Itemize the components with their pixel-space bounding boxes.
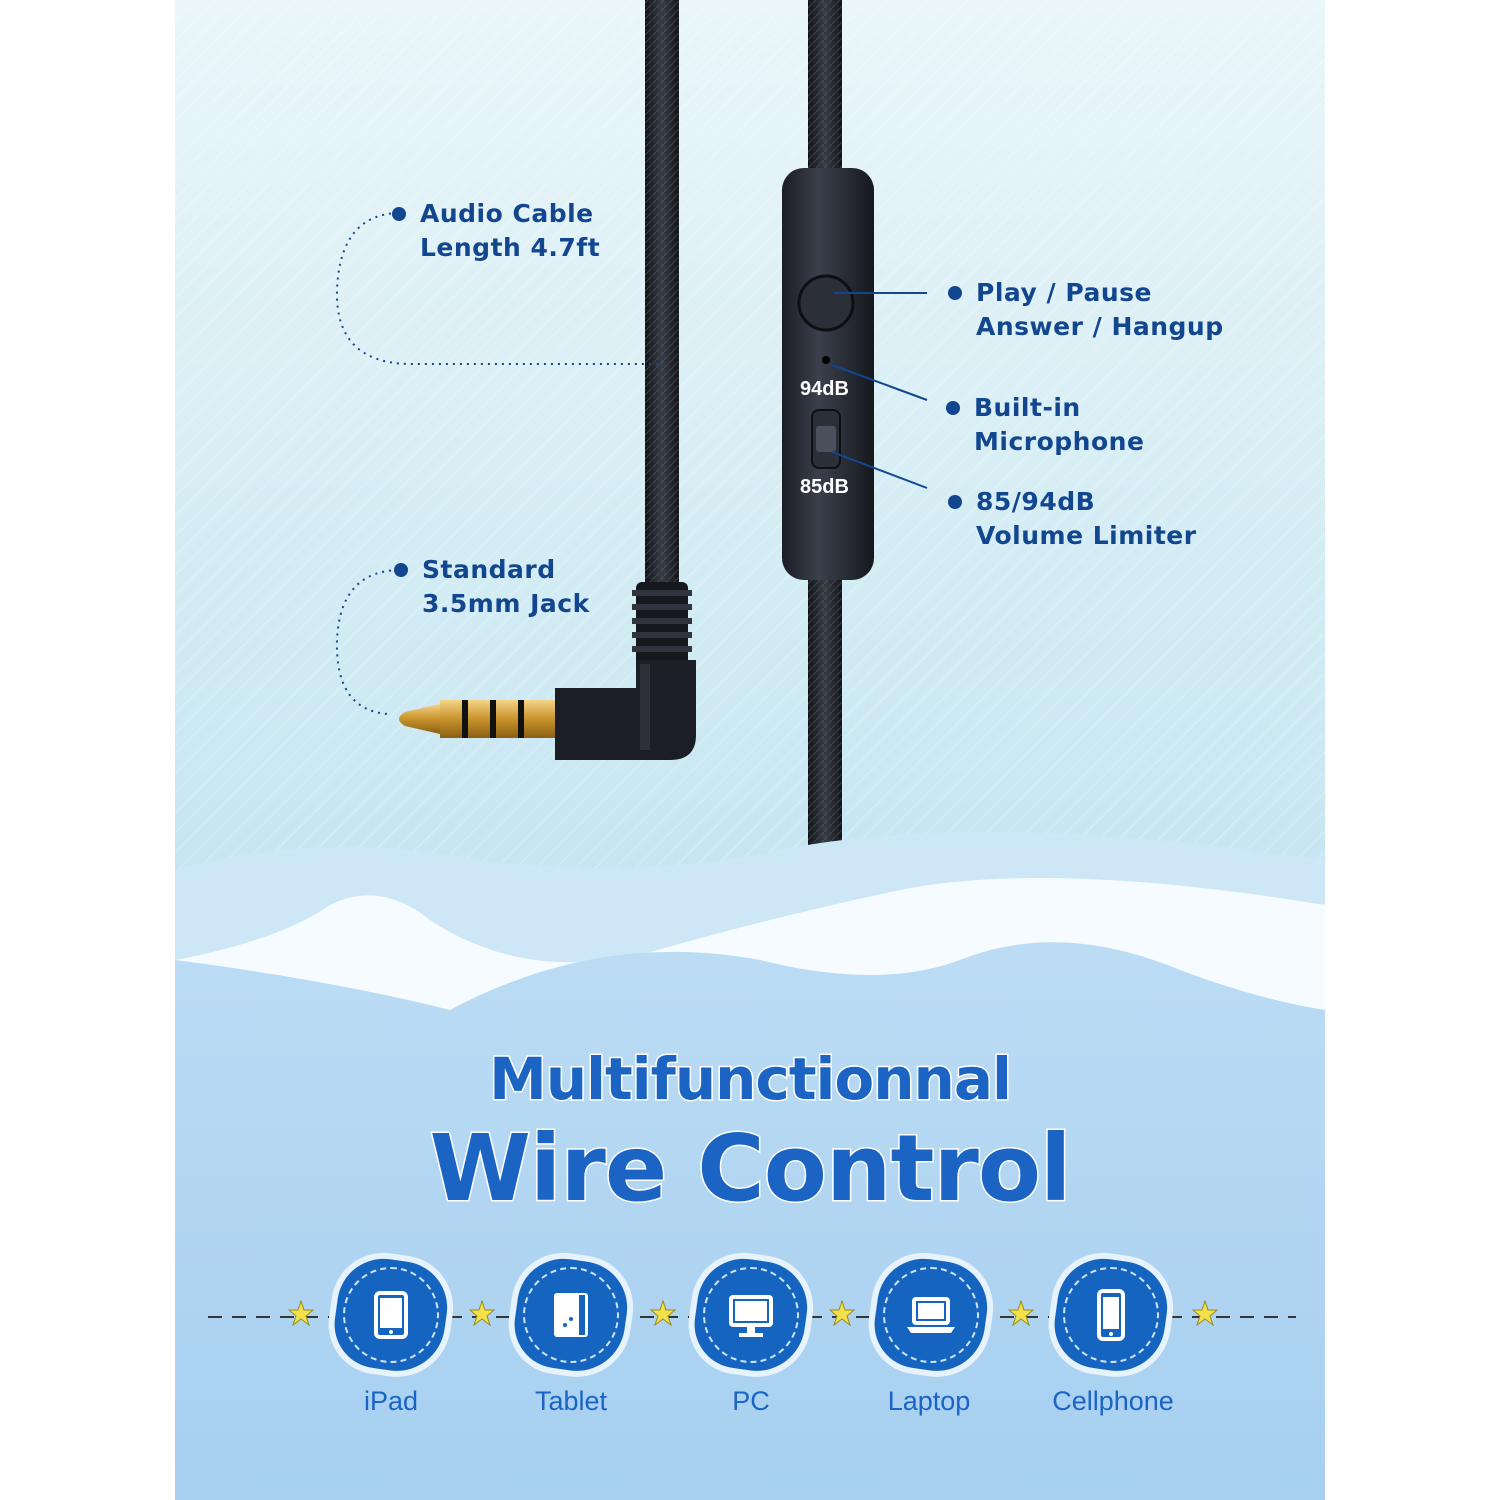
device-tablet (508, 1252, 634, 1378)
ipad-icon (374, 1291, 408, 1339)
heading-line1: Multifunctionnal (488, 1044, 1014, 1115)
device-label-ipad: iPad (363, 1386, 419, 1416)
cellphone-icon (1097, 1289, 1125, 1341)
star-icon (1192, 1300, 1218, 1326)
callout-jack: Standard 3.5mm Jack (394, 553, 590, 621)
strain-relief (632, 582, 692, 672)
device-label-laptop: Laptop (887, 1386, 971, 1416)
star-icon (829, 1300, 855, 1326)
callout-microphone-line2: Microphone (974, 427, 1145, 456)
pc-icon (729, 1295, 773, 1337)
callout-jack-line2: 3.5mm Jack (422, 589, 590, 618)
callout-limiter-line1: 85/94dB (976, 487, 1096, 516)
dotted-curves (335, 212, 660, 715)
heading-line2: Wire Control (428, 1114, 1073, 1224)
remote-94db-label: 94dB (800, 378, 849, 400)
leader-lines (831, 292, 928, 489)
callout-play-pause-line1: Play / Pause (976, 278, 1152, 307)
device-label-tablet: Tablet (534, 1386, 608, 1416)
device-laptop (868, 1252, 994, 1378)
inline-remote (782, 168, 874, 580)
callout-audio-cable-line1: Audio Cable (420, 199, 594, 228)
device-pc (688, 1252, 814, 1378)
star-icon (469, 1300, 495, 1326)
device-ipad (328, 1252, 454, 1378)
callout-microphone-line1: Built-in (974, 393, 1081, 422)
jack-housing (555, 660, 696, 760)
cable-left (645, 0, 679, 600)
callout-limiter-line2: Volume Limiter (976, 521, 1197, 550)
bullet-dot (948, 495, 962, 509)
bullet-dot (392, 207, 406, 221)
star-icon (288, 1300, 314, 1326)
product-panel (175, 0, 1325, 1500)
callout-microphone: Built-in Microphone (946, 391, 1145, 459)
gold-plug (399, 700, 555, 738)
callout-audio-cable: Audio Cable Length 4.7ft (392, 197, 601, 265)
product-illustration (175, 0, 1325, 1500)
star-icon (1008, 1300, 1034, 1326)
callout-limiter: 85/94dB Volume Limiter (948, 485, 1197, 553)
callout-jack-line1: Standard (422, 555, 556, 584)
hill-front (175, 942, 1325, 1500)
remote-85db-label: 85dB (800, 476, 849, 498)
bullet-dot (946, 401, 960, 415)
device-label-pc: PC (732, 1386, 770, 1416)
tablet-icon (554, 1293, 588, 1337)
star-icon (650, 1300, 676, 1326)
bullet-dot (948, 286, 962, 300)
bullet-dot (394, 563, 408, 577)
callout-play-pause: Play / Pause Answer / Hangup (948, 276, 1224, 344)
callout-audio-cable-line2: Length 4.7ft (420, 233, 601, 262)
device-cellphone (1048, 1252, 1174, 1378)
laptop-icon (907, 1297, 955, 1333)
device-label-cellphone: Cellphone (1052, 1386, 1174, 1416)
callout-play-pause-line2: Answer / Hangup (976, 312, 1224, 341)
